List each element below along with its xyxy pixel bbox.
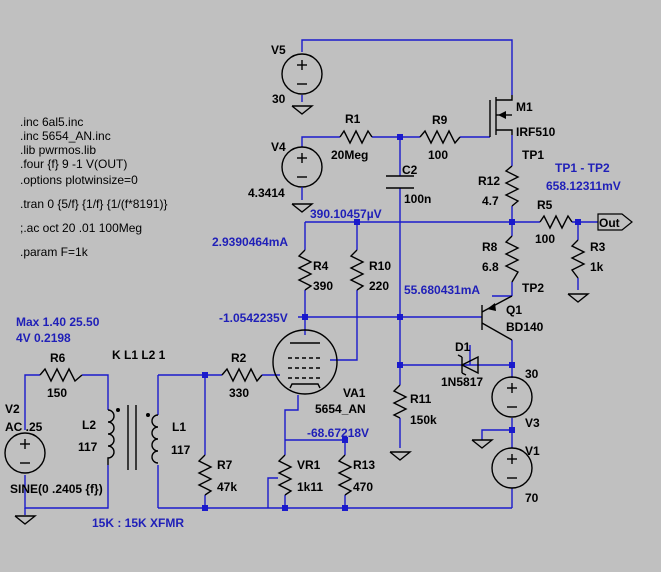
label-r1-value: 20Meg	[331, 148, 368, 162]
label-tp1: TP1	[522, 148, 544, 162]
label-r9-value: 100	[428, 148, 448, 162]
label-r8-name: R8	[482, 240, 498, 254]
transformer	[107, 405, 159, 470]
label-c2-value: 100n	[404, 192, 431, 206]
node-value-55-68ma: 55.680431mA	[404, 283, 480, 297]
label-r2-name: R2	[231, 351, 247, 365]
label-r4-name: R4	[313, 259, 329, 273]
directive-1: .inc 5654_AN.inc	[20, 129, 111, 143]
m1-mosfet	[489, 95, 513, 137]
label-l2-name: L2	[82, 418, 96, 432]
node-value-390uv: 390.10457µV	[310, 207, 382, 221]
spice-directives: .inc 6al5.inc .inc 5654_AN.inc .lib pwrm…	[20, 115, 167, 259]
label-r13-value: 470	[353, 480, 373, 494]
label-r1-name: R1	[345, 112, 361, 126]
directive-2: .lib pwrmos.lib	[20, 143, 96, 157]
label-v3-name: V3	[525, 416, 540, 430]
v1-source	[491, 447, 533, 489]
v2-source	[4, 432, 46, 525]
label-r11-value: 150k	[410, 413, 437, 427]
out-port	[597, 213, 633, 231]
label-v3-value: 30	[525, 367, 539, 381]
wires	[24, 39, 598, 515]
label-r5-value: 100	[535, 232, 555, 246]
label-r4-value: 390	[313, 279, 333, 293]
label-r10-value: 220	[369, 279, 389, 293]
directive-0: .inc 6al5.inc	[20, 115, 83, 129]
label-r7-name: R7	[217, 458, 233, 472]
label-v2-name: V2	[5, 402, 20, 416]
label-tp-diff-value: 658.12311mV	[546, 179, 621, 193]
label-out-port: Out	[599, 216, 620, 230]
label-v4-value: 4.3414	[248, 186, 285, 200]
directive-7: .param F=1k	[20, 245, 89, 259]
va1-tube	[272, 329, 338, 395]
v3-source	[471, 376, 533, 449]
label-va1-name: VA1	[343, 386, 366, 400]
label-r12-value: 4.7	[482, 194, 499, 208]
label-l2-value: 117	[78, 440, 98, 454]
label-r5-name: R5	[537, 198, 553, 212]
node-value-neg68-67v: -68.67218V	[307, 426, 369, 440]
v4-source	[281, 146, 323, 213]
node-values: 390.10457µV 2.9390464mA 55.680431mA -1.0…	[212, 207, 480, 440]
label-r7-value: 47k	[217, 480, 237, 494]
label-m1-value: IRF510	[516, 125, 556, 139]
label-v1-value: 70	[525, 491, 539, 505]
label-tp2: TP2	[522, 281, 544, 295]
directive-5: .tran 0 {5/f} {1/f} {1/(f*8191)}	[20, 197, 167, 211]
q1-transistor	[481, 295, 513, 341]
label-r3-value: 1k	[590, 260, 604, 274]
label-c2-name: C2	[402, 163, 418, 177]
node-value-2-939ma: 2.9390464mA	[212, 235, 288, 249]
label-l1-value: 117	[171, 443, 191, 457]
label-r12-name: R12	[478, 174, 500, 188]
label-v2-value: AC .25	[5, 420, 43, 434]
label-d1-value: 1N5817	[441, 375, 483, 389]
c2-capacitor	[386, 175, 414, 189]
label-r10-name: R10	[369, 259, 391, 273]
label-vr1-value: 1k11	[297, 480, 323, 494]
label-xfmr: 15K : 15K XFMR	[92, 516, 184, 530]
label-m1-name: M1	[516, 100, 533, 114]
label-v2-source: SINE(0 .2405 {f})	[10, 482, 103, 496]
label-r9-name: R9	[432, 113, 448, 127]
label-v5-name: V5	[271, 43, 286, 57]
label-r2-value: 330	[229, 386, 249, 400]
directive-6: ;.ac oct 20 .01 100Meg	[20, 221, 142, 235]
resistors	[39, 129, 590, 496]
label-v4-name: V4	[271, 140, 286, 154]
label-r8-value: 6.8	[482, 260, 499, 274]
directive-4: .options plotwinsize=0	[20, 173, 138, 187]
label-r6-value: 150	[47, 386, 67, 400]
label-coupling: K L1 L2 1	[112, 348, 166, 362]
label-q1-name: Q1	[506, 303, 522, 317]
node-value-neg1-054v: -1.0542235V	[219, 311, 288, 325]
label-d1-name: D1	[455, 340, 471, 354]
component-labels: V5 30 V4 4.3414 R1 20Meg R9 100 M1 IRF51…	[5, 43, 621, 530]
v5-source	[281, 53, 323, 115]
meas-table: Max 1.40 25.50 4V 0.2198	[16, 315, 100, 345]
label-v5-value: 30	[272, 92, 286, 106]
label-v1-name: V1	[525, 444, 540, 458]
label-tp-diff: TP1 - TP2	[555, 161, 610, 175]
label-l1-name: L1	[172, 420, 186, 434]
label-r3-name: R3	[590, 240, 606, 254]
d1-diode	[457, 354, 479, 376]
label-vr1-name: VR1	[297, 458, 321, 472]
directive-3: .four {f} 9 -1 V(OUT)	[20, 157, 127, 171]
meas-row: 4V 0.2198	[16, 331, 71, 345]
meas-header: Max 1.40 25.50	[16, 315, 100, 329]
label-q1-value: BD140	[506, 320, 544, 334]
label-va1-value: 5654_AN	[315, 402, 366, 416]
label-r6-name: R6	[50, 351, 66, 365]
label-r11-name: R11	[410, 392, 432, 406]
junctions	[202, 134, 581, 511]
label-r13-name: R13	[353, 458, 375, 472]
